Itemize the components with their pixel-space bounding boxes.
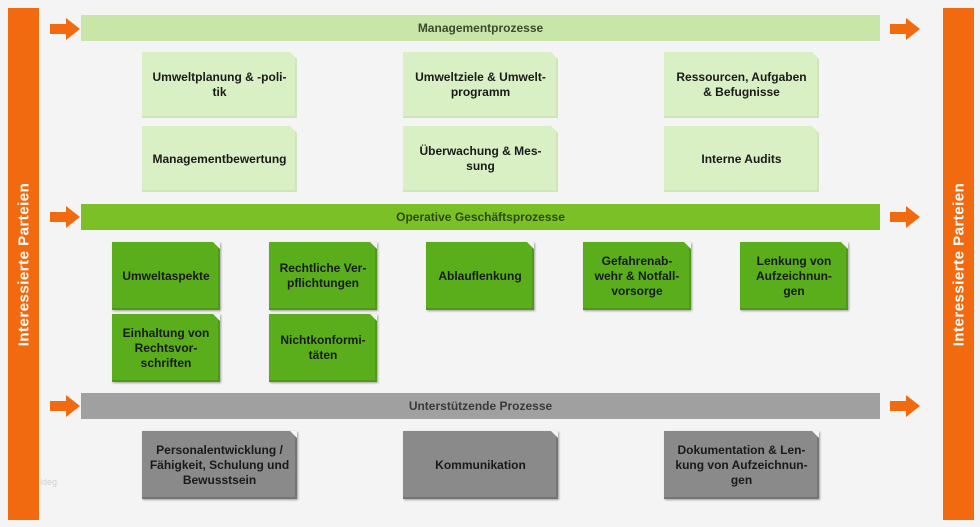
mgmt-box: Umweltziele & Umwelt-programm (403, 52, 558, 118)
support-box-label: Kommunikation (435, 457, 526, 472)
support-box: Personalentwicklung /Fähigkeit, Schulung… (142, 431, 297, 499)
support-box-label: Dokumentation & Len-kung von Aufzeichnun… (675, 442, 808, 487)
op-box: Gefahrenab-wehr & Notfall-vorsorge (583, 242, 691, 310)
op-box-label: Nichtkonformi-täten (280, 333, 366, 362)
mgmt-box-label: Interne Audits (701, 151, 782, 166)
mgmt-box: Überwachung & Mes-sung (403, 126, 558, 192)
interested-parties-left-label: Interessierte Parteien (15, 182, 33, 346)
support-box: Kommunikation (403, 431, 558, 499)
band-operative-label: Operative Geschäftsprozesse (396, 210, 565, 224)
op-box-label: Umweltaspekte (122, 268, 210, 283)
op-box-label: Rechtliche Ver-pflichtungen (279, 261, 367, 290)
mgmt-box-label: Umweltziele & Umwelt-programm (415, 70, 546, 99)
interested-parties-right-label: Interessierte Parteien (950, 182, 968, 346)
mgmt-box-label: Umweltplanung & -poli-tik (152, 70, 287, 99)
op-box-label: Gefahrenab-wehr & Notfall-vorsorge (594, 253, 680, 298)
mgmt-box-label: Managementbewertung (152, 151, 287, 166)
band-management-processes: Managementprozesse (81, 15, 880, 41)
band-support-label: Unterstützende Prozesse (408, 399, 553, 413)
band-management-label: Managementprozesse (417, 21, 544, 35)
op-box: Rechtliche Ver-pflichtungen (269, 242, 377, 310)
interested-parties-right-bar: Interessierte Parteien (943, 8, 974, 520)
mgmt-box: Interne Audits (664, 126, 819, 192)
mgmt-box-label: Überwachung & Mes-sung (419, 144, 542, 173)
mgmt-box: Ressourcen, Aufgaben& Befugnisse (664, 52, 819, 118)
band-support-processes: Unterstützende Prozesse (81, 393, 880, 419)
watermark-text: ideg (40, 477, 58, 487)
mgmt-box-label: Ressourcen, Aufgaben& Befugnisse (676, 70, 807, 99)
mgmt-box: Managementbewertung (142, 126, 297, 192)
support-box-label: Personalentwicklung /Fähigkeit, Schulung… (149, 442, 290, 487)
mgmt-box: Umweltplanung & -poli-tik (142, 52, 297, 118)
op-box: Nichtkonformi-täten (269, 314, 377, 382)
op-box-label: Ablauflenkung (438, 268, 522, 283)
band-operative-processes: Operative Geschäftsprozesse (81, 204, 880, 230)
interested-parties-left-bar: Interessierte Parteien (8, 8, 39, 520)
op-box: Ablauflenkung (426, 242, 534, 310)
support-box: Dokumentation & Len-kung von Aufzeichnun… (664, 431, 819, 499)
op-box: Umweltaspekte (112, 242, 220, 310)
